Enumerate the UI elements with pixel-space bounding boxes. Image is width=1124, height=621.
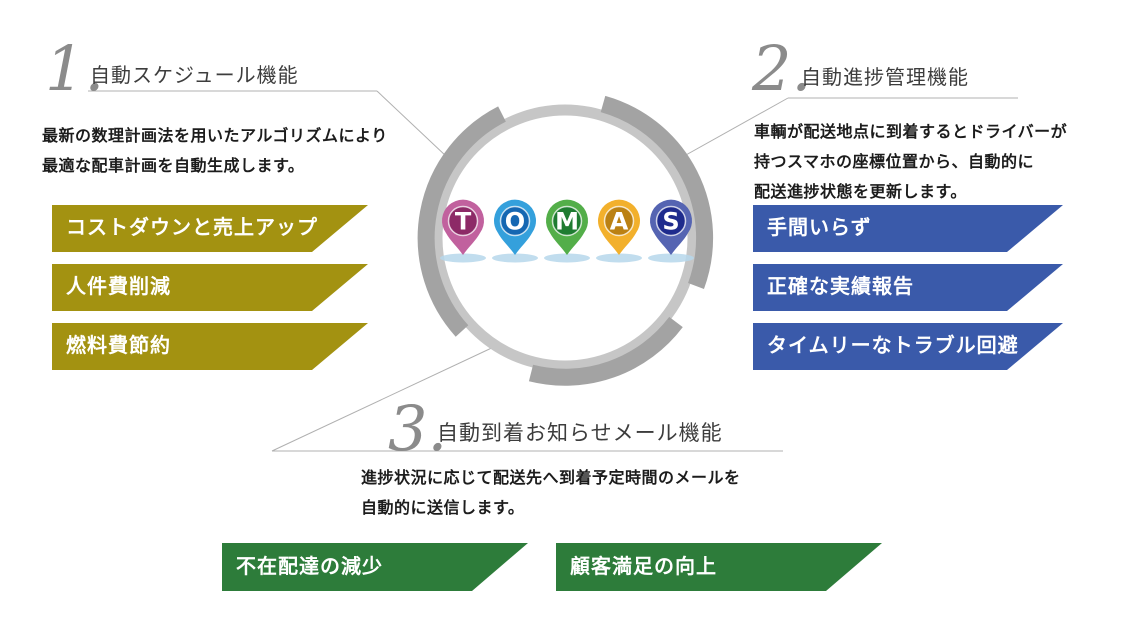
ring-arc-bottom [528,316,683,386]
connector-progress [667,97,789,166]
benefit-banner-labor-cost: 人件費削減 [52,264,368,311]
pin-shadow [440,253,486,263]
section-title-progress: 自動進捗管理機能 [801,67,969,89]
section-description-progress: 車輌が配送地点に到着するとドライバーが 持つスマホの座標位置から、自動的に 配送… [754,124,1068,201]
pin-shadow [596,253,642,263]
connector-mail [271,344,499,452]
pin-shadow [492,253,538,263]
pin-letter: M [555,208,579,236]
benefit-banner-accurate-report: 正確な実績報告 [753,264,1063,311]
pin-head [655,205,687,237]
benefit-banner-cost-sales: コストダウンと売上アップ [52,205,368,252]
map-pin-a: A [596,199,642,263]
section-number-2: 2. [752,32,812,105]
benefit-banner-customer-satisfaction: 顧客満足の向上 [556,543,882,591]
pin-letter: O [505,208,525,236]
section-description-mail: 進捗状況に応じて配送先へ到着予定時間のメールを 自動的に送信します。 [361,470,741,517]
pin-letter: A [610,208,629,236]
section-number-3: 3. [388,392,448,465]
map-pin-m: M [544,199,590,263]
benefit-banner-missed-delivery: 不在配達の減少 [222,543,528,591]
benefit-banner-fuel-saving: 燃料費節約 [52,323,368,370]
section-number-1: 1. [45,32,105,105]
pin-shadow [544,253,590,263]
map-pin-s: S [648,199,694,263]
pin-head [447,205,479,237]
pin-head [603,205,635,237]
connector-schedule [376,90,448,158]
ring-arc-right [600,95,714,289]
section-title-mail: 自動到着お知らせメール機能 [437,422,723,445]
benefit-banner-trouble-avoidance: タイムリーなトラブル回避 [753,323,1063,370]
pin-letter: T [455,208,472,236]
section-title-schedule: 自動スケジュール機能 [90,65,299,87]
pin-letter: S [662,208,679,236]
pin-head [551,205,583,237]
map-pin-t: T [440,199,486,263]
section-description-schedule: 最新の数理計画法を用いたアルゴリズムにより 最適な配車計画を自動生成します。 [42,128,388,175]
map-pin-o: O [492,199,538,263]
ring-arc-left [417,106,506,337]
benefit-banner-no-hassle: 手間いらず [753,205,1063,252]
tomas-logo: T O M A [440,199,694,263]
pin-head [499,205,531,237]
pin-shadow [648,253,694,263]
